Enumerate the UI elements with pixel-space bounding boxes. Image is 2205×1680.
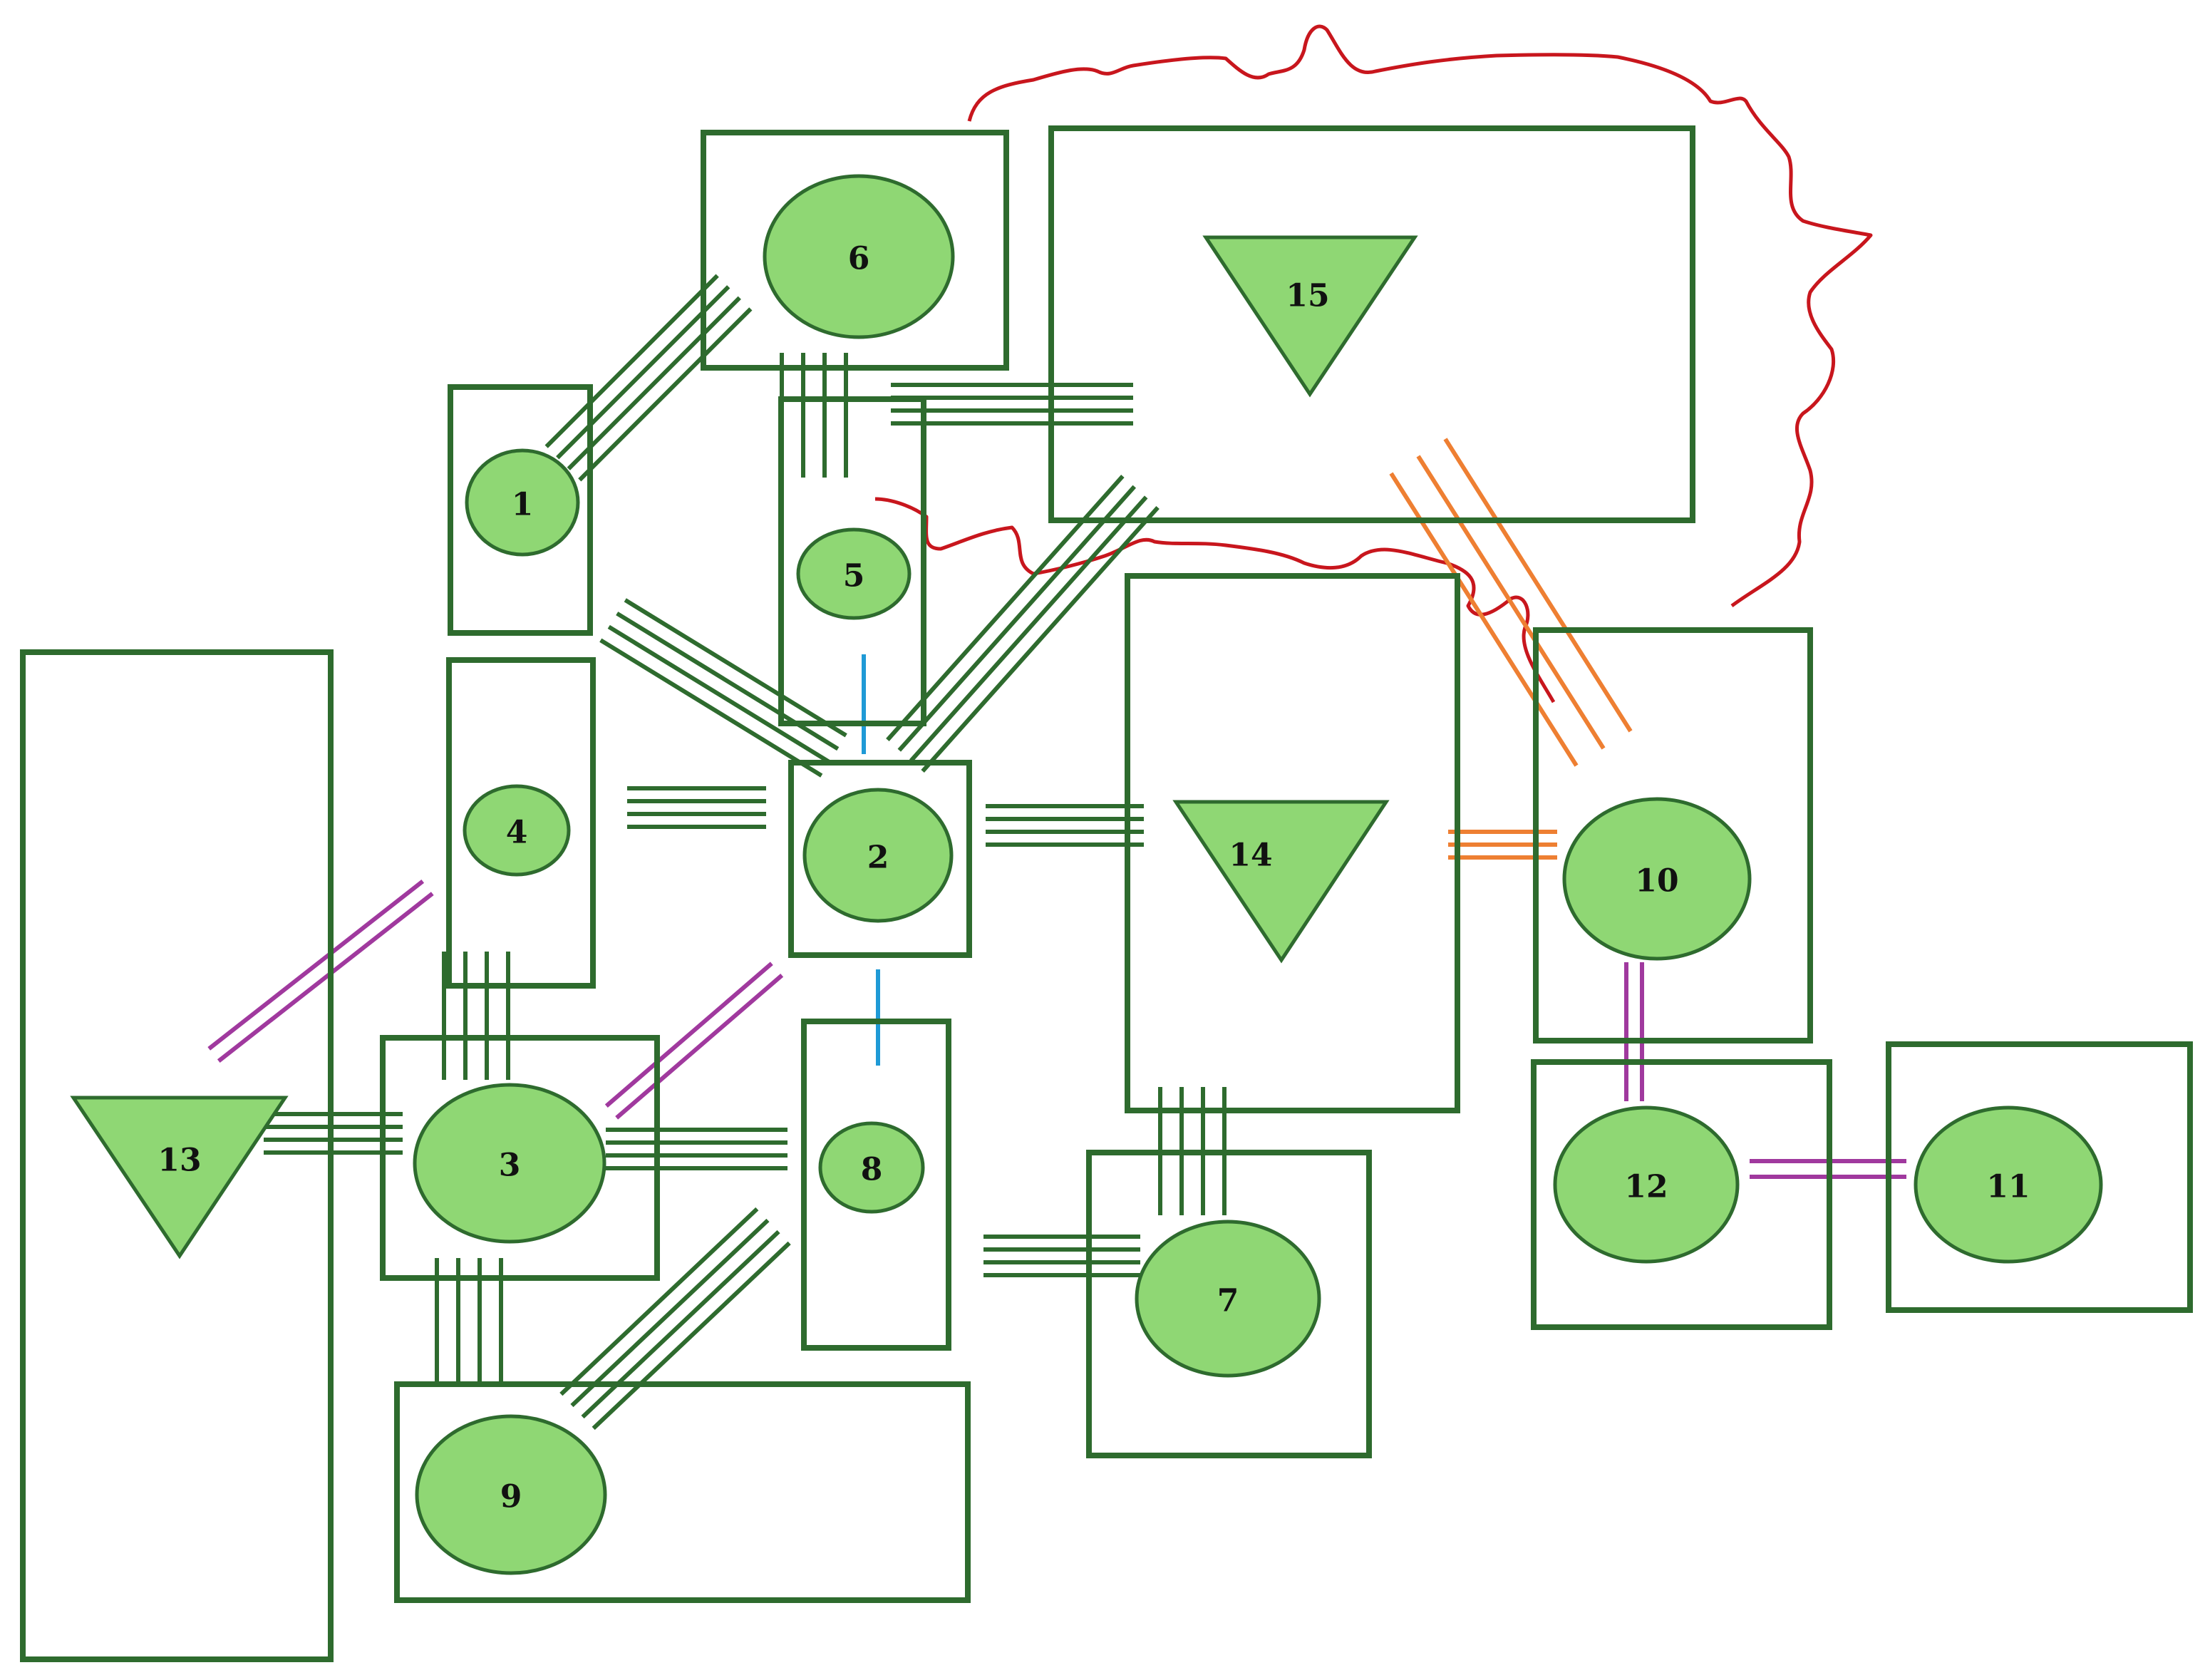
link-1-2-line	[616, 612, 840, 751]
box-8	[801, 1019, 951, 1351]
link-15-10-line	[1416, 455, 1606, 750]
node-8-label: 8	[861, 1152, 883, 1188]
node-9-circle	[415, 1414, 607, 1575]
box-11	[1886, 1041, 2193, 1313]
link-1-2-line	[607, 624, 831, 764]
node-7-circle	[1135, 1220, 1321, 1378]
node-10-circle	[1562, 797, 1752, 961]
link-8-9-line	[581, 1230, 780, 1419]
box-3	[380, 1035, 660, 1281]
box-5	[778, 396, 926, 726]
link-1-2-line	[599, 638, 823, 778]
node-7-label: 7	[1217, 1283, 1239, 1319]
node-3-label: 3	[499, 1148, 521, 1184]
node-12: 12	[1553, 1106, 1740, 1264]
node-2-circle	[802, 788, 954, 923]
node-11: 11	[1914, 1106, 2103, 1264]
box-7	[1086, 1150, 1372, 1458]
box-6	[701, 130, 1009, 371]
box-10	[1533, 627, 1813, 1043]
node-1: 1	[465, 448, 580, 557]
node-5-label: 5	[843, 558, 865, 594]
node-11-circle	[1914, 1106, 2103, 1264]
link-2-15-line	[909, 495, 1148, 763]
link-15-10-line	[1443, 438, 1633, 733]
link-4-13-line	[207, 879, 425, 1051]
node-10-label: 10	[1635, 863, 1678, 900]
node-1-circle	[465, 448, 580, 557]
node-9-label: 9	[500, 1479, 522, 1515]
node-2: 2	[802, 788, 954, 923]
node-15: 15	[1202, 235, 1418, 398]
link-8-9-line	[559, 1207, 759, 1396]
box-14	[1125, 573, 1460, 1113]
node-6-circle	[763, 174, 955, 339]
node-7: 7	[1135, 1220, 1321, 1378]
node-13-label: 13	[158, 1143, 201, 1179]
box-13	[20, 649, 334, 1662]
node-3: 3	[413, 1083, 606, 1244]
node-4: 4	[463, 784, 571, 877]
red-boundary-lower	[874, 497, 1556, 704]
node-4-label: 4	[506, 815, 528, 851]
node-3-circle	[413, 1083, 606, 1244]
node-9: 9	[415, 1414, 607, 1575]
node-4-circle	[463, 784, 571, 877]
node-6: 6	[763, 174, 955, 339]
node-5: 5	[796, 527, 912, 620]
node-15-triangle	[1202, 235, 1418, 398]
node-1-label: 1	[512, 487, 534, 523]
node-8: 8	[818, 1121, 925, 1214]
node-13-triangle	[70, 1096, 289, 1259]
box-4	[446, 657, 596, 989]
node-6-label: 6	[848, 241, 870, 277]
node-14: 14	[1172, 800, 1390, 964]
red-boundary-curve	[967, 24, 1873, 608]
link-1-6-line	[556, 285, 730, 460]
node-15-label: 15	[1286, 278, 1329, 314]
node-14-label: 14	[1229, 838, 1272, 874]
node-14-triangle	[1172, 800, 1390, 964]
link-8-9-line	[570, 1218, 770, 1408]
link-1-6-line	[567, 296, 741, 470]
node-10: 10	[1562, 797, 1752, 961]
link-2-15-line	[897, 485, 1137, 752]
node-12-label: 12	[1624, 1169, 1668, 1205]
box-15	[1048, 125, 1695, 523]
link-2-3-line	[615, 974, 784, 1120]
node-5-circle	[796, 527, 912, 620]
node-12-circle	[1553, 1106, 1740, 1264]
node-13: 13	[70, 1096, 289, 1259]
link-2-3-line	[604, 962, 773, 1108]
link-1-6-line	[578, 307, 753, 482]
box-12	[1531, 1059, 1832, 1330]
node-2-label: 2	[867, 840, 889, 876]
link-4-13-line	[217, 892, 434, 1063]
box-2	[788, 760, 972, 958]
box-9	[394, 1381, 971, 1603]
link-2-15-line	[921, 505, 1160, 773]
link-1-6-line	[544, 274, 719, 448]
link-15-10-line	[1389, 472, 1579, 767]
box-1	[448, 384, 593, 636]
node-11-label: 11	[1986, 1169, 2030, 1205]
link-8-9-line	[592, 1241, 791, 1431]
node-8-circle	[818, 1121, 925, 1214]
link-1-2-line	[624, 598, 847, 738]
